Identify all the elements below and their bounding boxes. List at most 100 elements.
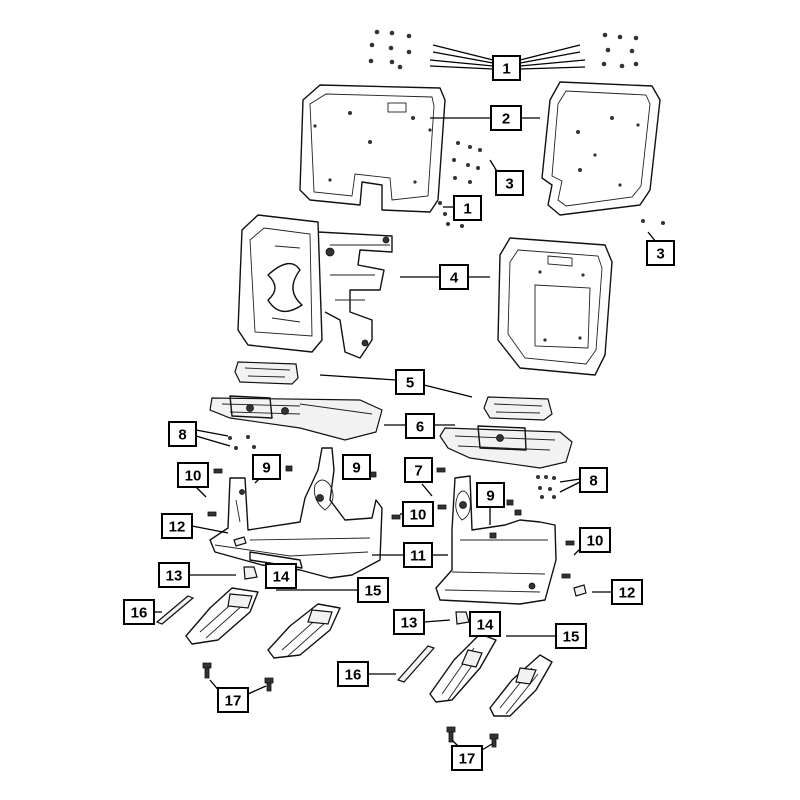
left-seat-frame bbox=[209, 447, 383, 579]
callout-c16b: 16 bbox=[337, 661, 369, 687]
callout-number: 6 bbox=[416, 419, 424, 436]
callout-number: 10 bbox=[185, 468, 202, 485]
callout-box bbox=[265, 563, 297, 589]
callout-number: 1 bbox=[502, 61, 510, 78]
callout-box bbox=[439, 264, 469, 290]
callout-number: 5 bbox=[406, 375, 414, 392]
hinge-modules bbox=[234, 361, 553, 421]
callout-number: 15 bbox=[563, 629, 580, 646]
callout-box bbox=[611, 579, 643, 605]
latch-clips bbox=[243, 566, 470, 625]
callout-box bbox=[161, 513, 193, 539]
callout-c11: 11 bbox=[403, 542, 433, 568]
callout-c4: 4 bbox=[439, 264, 469, 290]
callout-c9c: 9 bbox=[476, 482, 505, 508]
callout-c12a: 12 bbox=[161, 513, 193, 539]
callout-c17a: 17 bbox=[217, 687, 249, 713]
callout-c3a: 3 bbox=[495, 170, 524, 196]
callout-box bbox=[177, 462, 209, 488]
leader-lines bbox=[154, 44, 657, 751]
callout-c12b: 12 bbox=[611, 579, 643, 605]
callout-c10b: 10 bbox=[402, 501, 434, 527]
callout-box bbox=[342, 454, 371, 480]
callout-box bbox=[495, 170, 524, 196]
callout-number: 16 bbox=[131, 605, 148, 622]
callout-box bbox=[402, 501, 434, 527]
callout-box bbox=[469, 611, 501, 637]
left-outer-track bbox=[267, 603, 341, 659]
callout-c3b: 3 bbox=[646, 240, 675, 266]
pins bbox=[233, 536, 587, 597]
callout-number: 10 bbox=[410, 507, 427, 524]
left-seat-pan bbox=[209, 395, 383, 441]
callout-number: 3 bbox=[505, 176, 513, 193]
callout-c7: 7 bbox=[404, 457, 433, 483]
callout-box bbox=[168, 421, 197, 447]
callout-c14b: 14 bbox=[469, 611, 501, 637]
right-seat-pan bbox=[439, 425, 573, 469]
small-fasteners bbox=[207, 435, 575, 579]
callout-number: 17 bbox=[459, 751, 476, 768]
fastener-dots-middle bbox=[438, 141, 665, 228]
callout-box bbox=[403, 542, 433, 568]
callout-box bbox=[357, 577, 389, 603]
callout-number: 14 bbox=[477, 617, 494, 634]
callout-c10c: 10 bbox=[579, 527, 611, 553]
callout-c1a: 1 bbox=[492, 55, 521, 81]
callout-c5: 5 bbox=[395, 369, 425, 395]
callout-c8b: 8 bbox=[579, 467, 608, 493]
callout-number: 9 bbox=[486, 488, 494, 505]
callout-number: 8 bbox=[589, 473, 597, 490]
callout-box bbox=[337, 661, 369, 687]
track-rods bbox=[155, 595, 436, 683]
callout-number: 13 bbox=[401, 615, 418, 632]
callout-number: 10 bbox=[587, 533, 604, 550]
callout-number: 7 bbox=[414, 463, 422, 480]
callout-c9a: 9 bbox=[252, 454, 281, 480]
callout-box bbox=[451, 745, 483, 771]
right-seatback-frame bbox=[497, 237, 613, 376]
callout-c13b: 13 bbox=[393, 609, 425, 635]
callout-number: 9 bbox=[352, 460, 360, 477]
right-back-panel bbox=[541, 81, 661, 216]
callout-box bbox=[395, 369, 425, 395]
callout-c9b: 9 bbox=[342, 454, 371, 480]
callout-box bbox=[579, 467, 608, 493]
callout-number: 9 bbox=[262, 460, 270, 477]
callout-box bbox=[158, 562, 190, 588]
left-seatback-frame bbox=[237, 214, 393, 359]
callout-box bbox=[123, 599, 155, 625]
callout-number: 12 bbox=[619, 585, 636, 602]
callout-box bbox=[405, 413, 435, 439]
callout-c2: 2 bbox=[490, 105, 522, 131]
callout-c1b: 1 bbox=[453, 195, 482, 221]
left-back-panel bbox=[299, 84, 446, 213]
callout-box bbox=[579, 527, 611, 553]
callout-box bbox=[646, 240, 675, 266]
callout-c13a: 13 bbox=[158, 562, 190, 588]
callout-number: 13 bbox=[166, 568, 183, 585]
callout-c17b: 17 bbox=[451, 745, 483, 771]
callout-c14a: 14 bbox=[265, 563, 297, 589]
callout-c8a: 8 bbox=[168, 421, 197, 447]
callout-box bbox=[393, 609, 425, 635]
callout-number: 17 bbox=[225, 693, 242, 710]
callout-number: 16 bbox=[345, 667, 362, 684]
callout-number: 11 bbox=[410, 548, 426, 565]
callout-number: 1 bbox=[463, 201, 471, 218]
right-outer-track bbox=[489, 654, 553, 717]
right-seat-frame bbox=[435, 475, 557, 605]
callout-c16a: 16 bbox=[123, 599, 155, 625]
callout-c15a: 15 bbox=[357, 577, 389, 603]
callout-c6: 6 bbox=[405, 413, 435, 439]
callout-box bbox=[476, 482, 505, 508]
callout-c10a: 10 bbox=[177, 462, 209, 488]
callout-c15b: 15 bbox=[555, 623, 587, 649]
left-inner-track bbox=[185, 587, 259, 645]
callout-box bbox=[490, 105, 522, 131]
callout-number: 3 bbox=[656, 246, 664, 263]
callout-box bbox=[555, 623, 587, 649]
callout-box bbox=[404, 457, 433, 483]
